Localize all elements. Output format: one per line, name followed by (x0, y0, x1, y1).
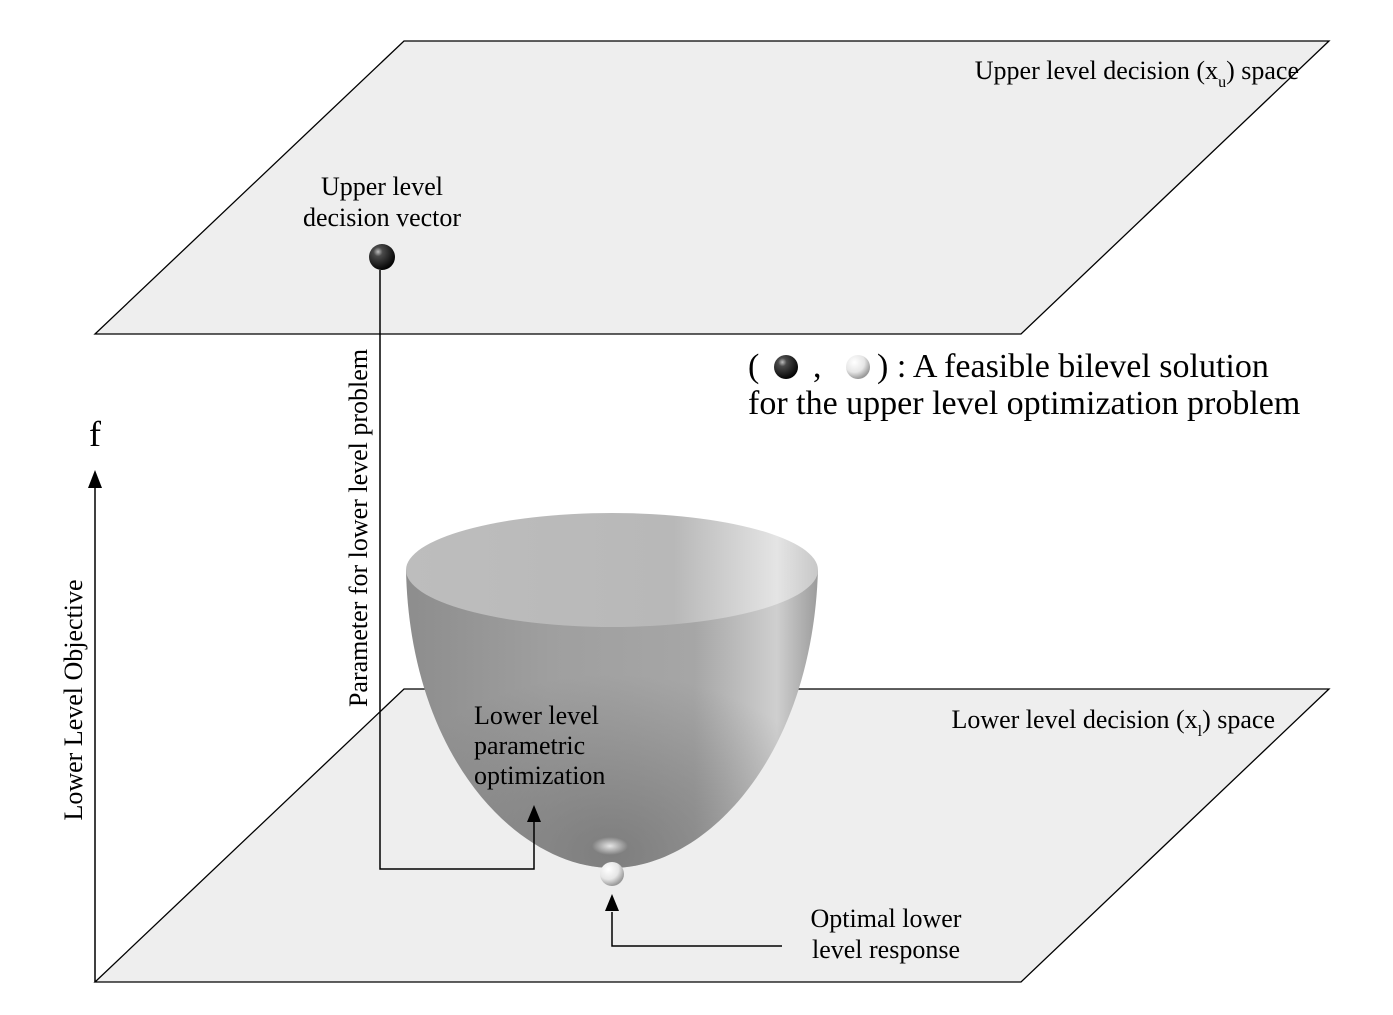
bowl-label-line3: optimization (474, 761, 605, 790)
legend-open-paren: ( (748, 348, 759, 385)
lower-plane-label-sub: l (1198, 723, 1203, 740)
upper-plane-label-prefix: Upper level decision (x (975, 56, 1218, 85)
bowl-glow (592, 837, 628, 855)
lower-plane-label-prefix: Lower level decision (x (951, 705, 1197, 734)
lower-decision-plane (93, 688, 1331, 983)
upper-decision-vector-sphere (369, 244, 395, 270)
legend-description-line2: for the upper level optimization problem (748, 385, 1300, 422)
upper-decision-plane (93, 40, 1331, 335)
parameter-connector (379, 270, 535, 870)
upper-vector-label-line1: Upper level (321, 172, 443, 201)
objective-axis-arrowhead (88, 470, 102, 488)
optimal-arrowhead (605, 894, 619, 911)
optimal-connector (611, 912, 782, 947)
legend-light-sphere (846, 355, 870, 379)
lower-level-objective-bowl (406, 513, 818, 868)
upper-plane-label-sub: u (1218, 74, 1226, 91)
upper-plane-label: Upper level decision (xu) space (975, 56, 1299, 91)
lower-plane-label: Lower level decision (xl) space (951, 705, 1275, 740)
optimal-label-line2: level response (812, 935, 960, 964)
legend-dark-sphere (774, 355, 798, 379)
optimal-lower-response-sphere (600, 862, 624, 886)
parameter-label: Parameter for lower level problem (344, 349, 373, 707)
optimal-label-line1: Optimal lower (811, 904, 962, 933)
legend-comma: , (813, 348, 822, 385)
upper-plane-label-suffix: ) space (1226, 56, 1299, 85)
bowl-rim (406, 513, 818, 627)
bowl-label-line1: Lower level (474, 701, 599, 730)
lower-plane-label-suffix: ) space (1202, 705, 1275, 734)
parameter-arrowhead (527, 805, 541, 822)
objective-axis-title: Lower Level Objective (59, 579, 88, 820)
objective-axis-f-label: f (89, 414, 101, 454)
legend: ( , ) : A feasible bilevel solution for … (748, 348, 1300, 422)
legend-description: ) : A feasible bilevel solution (877, 348, 1269, 385)
upper-vector-label-line2: decision vector (303, 203, 461, 232)
bowl-shading (406, 570, 818, 868)
bowl-label-line2: parametric (474, 731, 585, 760)
